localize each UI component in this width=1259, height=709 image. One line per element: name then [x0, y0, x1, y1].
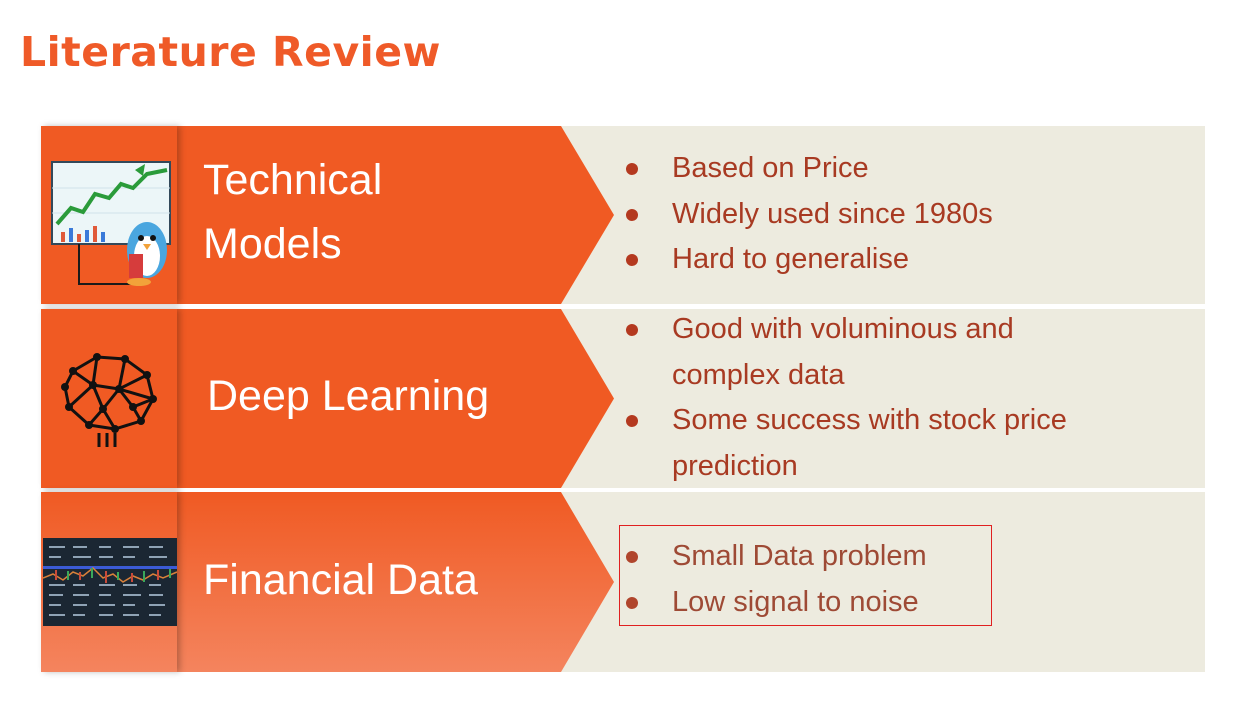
bullet-item: Widely used since 1980s	[626, 192, 993, 238]
row-icon-cell	[41, 309, 177, 488]
slide-title: Literature Review	[20, 28, 441, 76]
row-heading: Financial Data	[203, 556, 478, 604]
bullet-item: Based on Price	[626, 146, 993, 192]
bullet-list: Small Data problem Low signal to noise	[626, 534, 927, 625]
bullet-dot-icon	[626, 415, 638, 427]
bullet-dot-icon	[626, 551, 638, 563]
row-icon-cell	[41, 492, 177, 672]
neural-network-brain-icon	[61, 353, 157, 447]
bullet-item: Hard to generalise	[626, 237, 993, 283]
bullet-item: Some success with stock price prediction	[626, 398, 1152, 489]
bullet-item: Low signal to noise	[626, 580, 927, 626]
row-financial-data: Financial Data Small Data problem Low si…	[41, 492, 1205, 672]
row-deep-learning: Deep Learning Good with voluminous and c…	[41, 309, 1205, 488]
bullet-dot-icon	[626, 163, 638, 175]
bullet-list: Good with voluminous and complex data So…	[626, 307, 1152, 489]
bullet-dot-icon	[626, 596, 638, 609]
row-arrow-shape	[41, 309, 614, 488]
row-technical-models: Technical Models Based on Price Widely u…	[41, 126, 1205, 304]
bullet-dot-icon	[626, 324, 638, 336]
highlight-box	[619, 525, 992, 626]
row-heading-line: Models	[203, 220, 342, 268]
row-arrow-shape	[41, 492, 614, 672]
row-heading-line: Technical	[203, 156, 383, 204]
bullet-list: Based on Price Widely used since 1980s H…	[626, 146, 993, 283]
stock-ticker-screen-icon	[43, 538, 177, 626]
bullet-item: Small Data problem	[626, 534, 927, 580]
row-arrow-shape	[41, 126, 614, 304]
chart-penguin-icon	[51, 161, 171, 286]
row-heading: Deep Learning	[207, 372, 490, 420]
bullet-dot-icon	[626, 254, 638, 266]
bullet-item: Good with voluminous and complex data	[626, 307, 1092, 398]
bullet-dot-icon	[626, 208, 638, 221]
row-icon-cell	[41, 126, 177, 304]
row-heading: Technical Models	[203, 148, 382, 276]
